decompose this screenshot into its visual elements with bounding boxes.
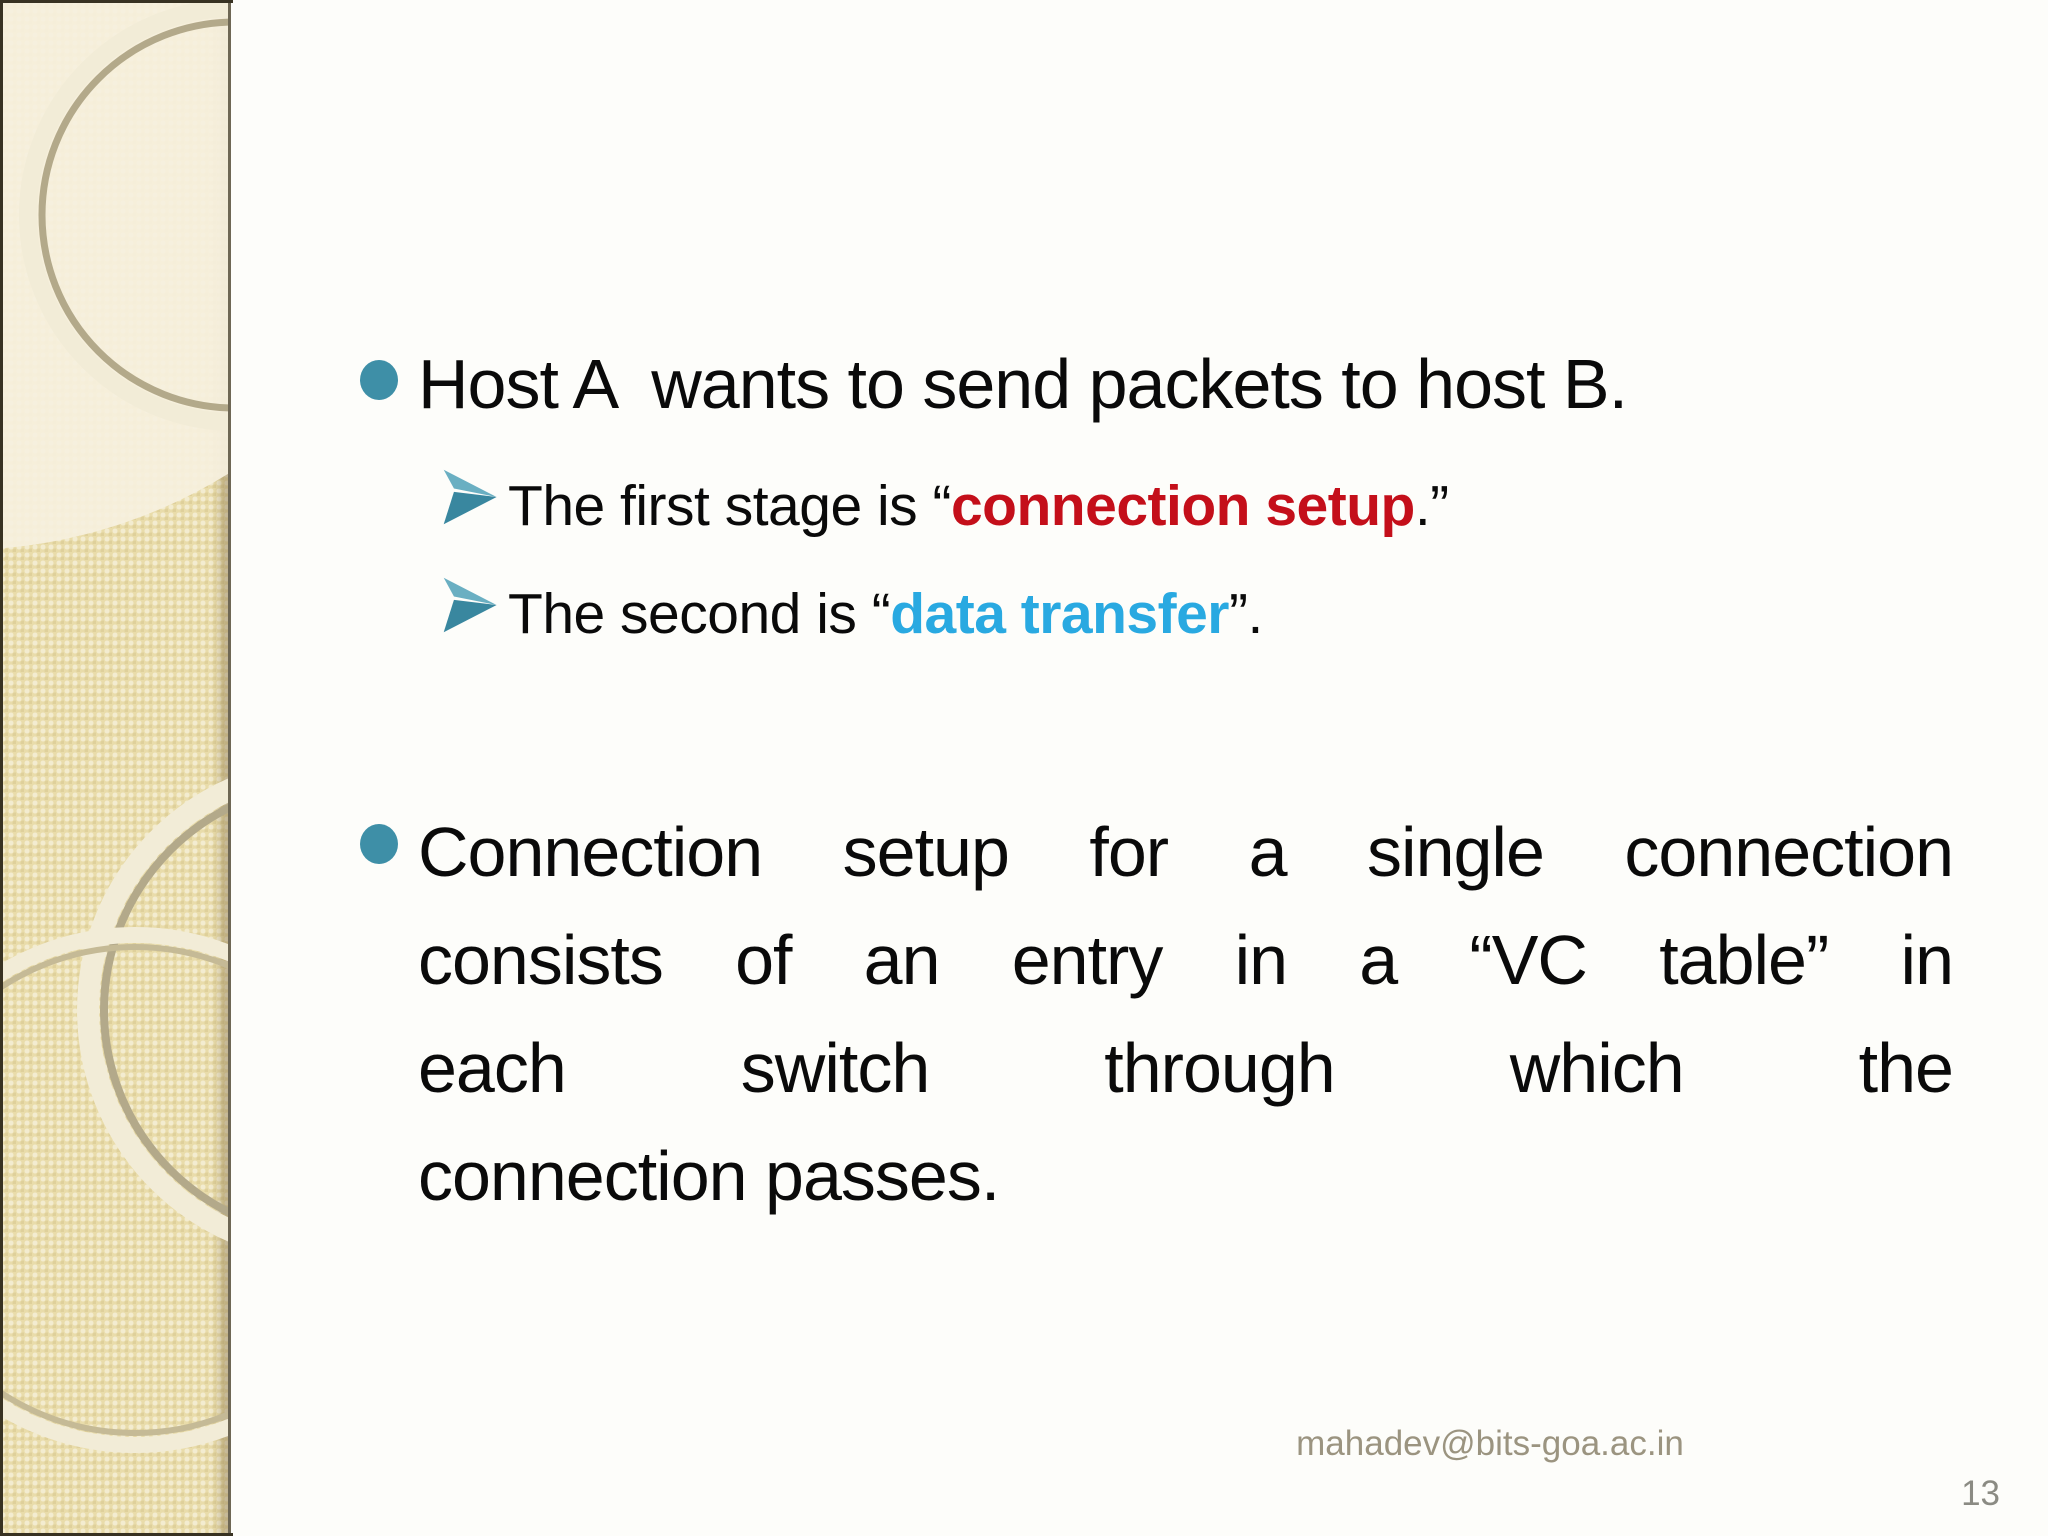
bullet-dot-icon	[360, 824, 398, 864]
sub-1-highlight: connection setup	[950, 474, 1415, 538]
sub-bullet-2: The second is “data transfer”.	[442, 566, 1942, 662]
sub-2-highlight: data transfer	[890, 582, 1229, 646]
page-number: 13	[1961, 1474, 2000, 1513]
bullet-item-1: Host A wants to send packets to host B.	[360, 334, 2020, 434]
arrow-bullet-icon	[443, 469, 497, 525]
sub-bullet-1: The first stage is “connection setup.”	[442, 458, 1942, 554]
sub-2-post: ”.	[1228, 582, 1263, 646]
bullet-1-text: Host A wants to send packets to host B.	[418, 345, 1628, 423]
slide-edge-left	[0, 0, 3, 1536]
slide-edge-bottom	[0, 1533, 233, 1536]
paragraph-line: Connection setup for a single connection	[418, 813, 1954, 891]
paragraph-line: consists of an entry in a “VC table” in	[418, 921, 1954, 999]
arrow-bullet-icon	[443, 577, 497, 633]
paragraph-line: each switch through which the	[418, 1029, 1954, 1107]
sub-bullet-1-text: The first stage is “connection setup.”	[508, 458, 1449, 554]
decorative-circles	[0, 0, 228, 1453]
sub-2-pre: The second is “	[508, 582, 891, 646]
sidebar-decoration	[0, 0, 231, 1536]
footer-email: mahadev@bits-goa.ac.in	[1296, 1424, 1684, 1463]
sub-bullet-2-text: The second is “data transfer”.	[508, 566, 1263, 662]
slide-edge-top	[0, 0, 233, 3]
bullet-dot-icon	[360, 360, 398, 400]
paragraph-line: connection passes.	[418, 1137, 1000, 1215]
bullet-item-2: Connection setup for a single connection…	[360, 798, 2020, 1230]
sub-1-post: .”	[1414, 474, 1449, 538]
sub-1-pre: The first stage is “	[508, 474, 951, 538]
bullet-2-paragraph: Connection setup for a single connection…	[418, 798, 1954, 1230]
